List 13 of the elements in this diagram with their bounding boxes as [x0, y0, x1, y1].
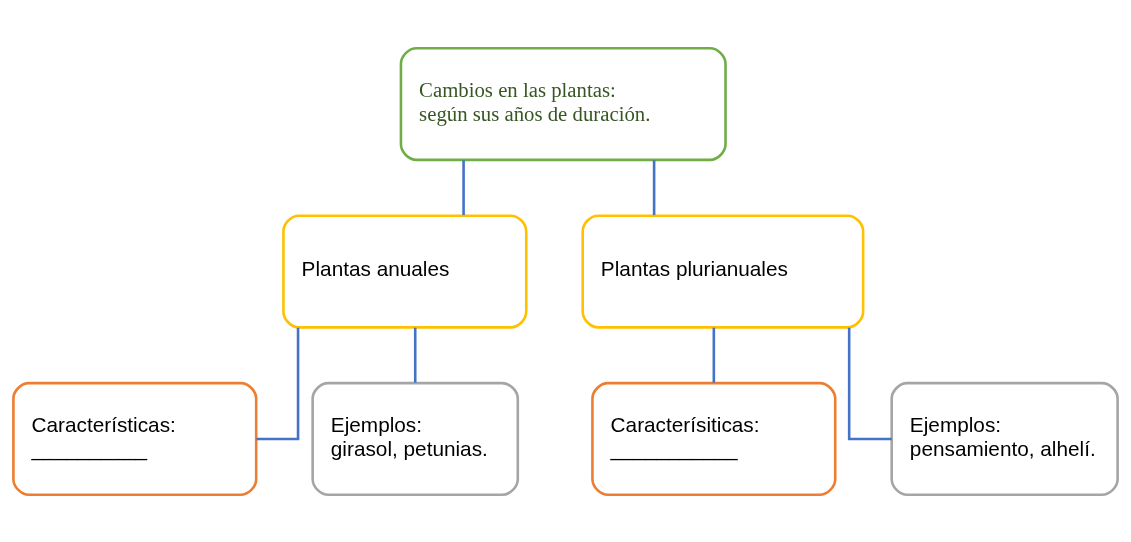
connector [256, 327, 300, 440]
connector [413, 327, 417, 383]
connector [847, 327, 892, 440]
node-box: Cambios en las plantas: según sus años de duración. [399, 46, 727, 161]
connector [462, 159, 465, 215]
node-box: Ejemplos: pensamiento, alhelí. [890, 381, 1119, 496]
node-box: Caracterísiticas: ___________ [591, 381, 837, 496]
node-box: Plantas plurianuales [581, 213, 865, 329]
connector [652, 159, 656, 215]
node-box: Plantas anuales [282, 213, 528, 329]
node-box: Características: __________ [12, 381, 258, 496]
node-box: Ejemplos: girasol, petunias. [311, 381, 520, 496]
connector [712, 327, 716, 383]
